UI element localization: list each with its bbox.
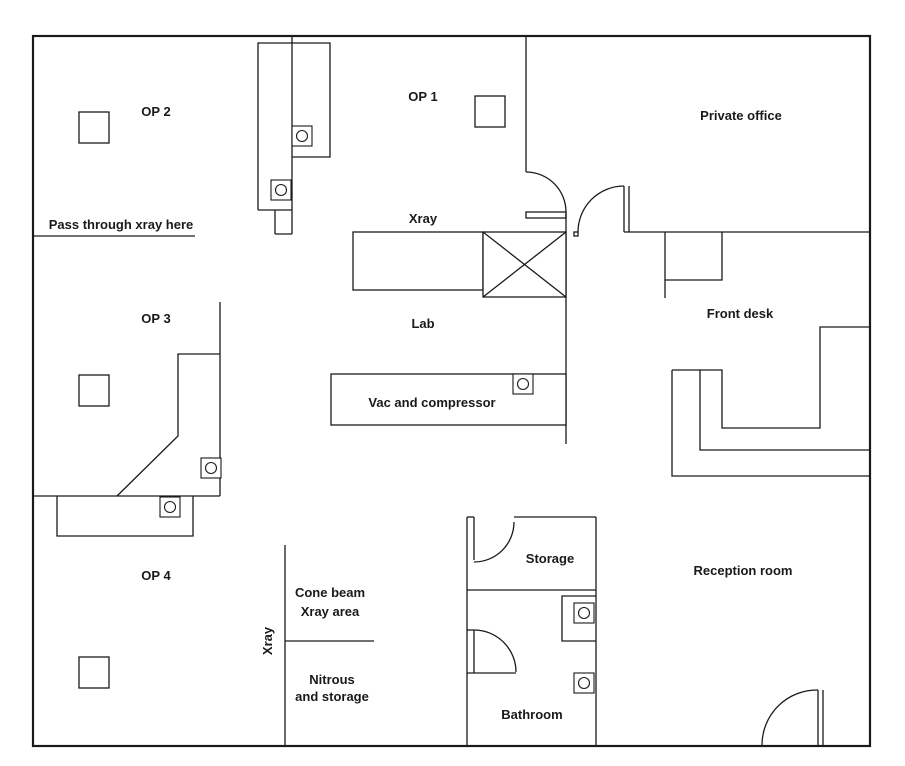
cabinetry: [56, 42, 870, 537]
dental-chair-icon: [78, 374, 110, 407]
sink-icon: [573, 602, 595, 624]
label-private-office: Private office: [700, 108, 782, 123]
label-xray-vertical: Xray: [260, 626, 275, 655]
building-outline: [31, 34, 872, 748]
label-pass-through-xray: Pass through xray here: [49, 217, 194, 232]
label-nitrous-line1: Nitrous: [309, 672, 355, 687]
sink-icon: [291, 125, 313, 147]
sink-icon: [573, 672, 595, 694]
label-bathroom: Bathroom: [501, 707, 562, 722]
label-vac-compressor: Vac and compressor: [368, 395, 495, 410]
label-op2: OP 2: [141, 104, 170, 119]
sink-icon: [512, 373, 534, 395]
label-nitrous-line2: and storage: [295, 689, 369, 704]
sink-icon: [200, 457, 222, 479]
label-cone-beam-line2: Xray area: [301, 604, 360, 619]
label-op3: OP 3: [141, 311, 170, 326]
label-op1: OP 1: [408, 89, 437, 104]
sink-icon: [270, 179, 292, 201]
label-xray-top: Xray: [409, 211, 438, 226]
dental-chair-icon: [474, 95, 506, 128]
label-storage: Storage: [526, 551, 574, 566]
dental-chair-icon: [78, 111, 110, 144]
xray-unit-icon: [482, 231, 567, 298]
sink-icon: [159, 496, 181, 518]
dental-chair-icon: [78, 656, 110, 689]
label-lab: Lab: [411, 316, 434, 331]
label-cone-beam-line1: Cone beam: [295, 585, 365, 600]
label-op4: OP 4: [141, 568, 171, 583]
label-reception-room: Reception room: [694, 563, 793, 578]
label-front-desk: Front desk: [707, 306, 774, 321]
